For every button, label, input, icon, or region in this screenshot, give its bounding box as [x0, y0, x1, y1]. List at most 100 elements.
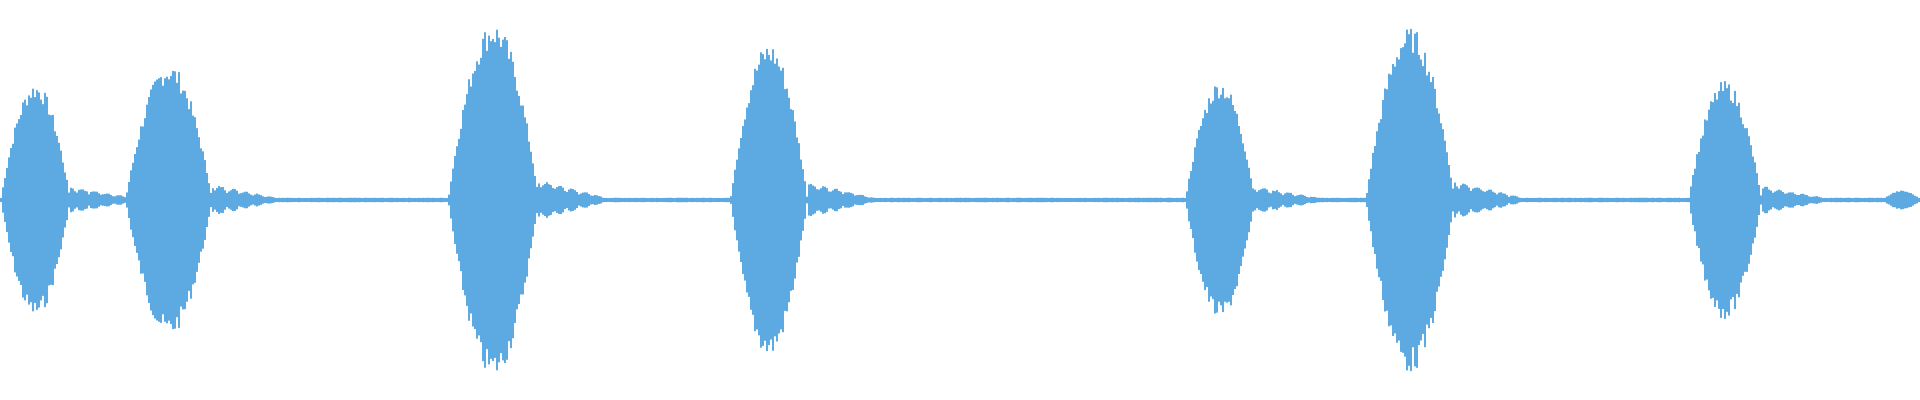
waveform-bar	[1674, 197, 1676, 203]
waveform-bar	[1168, 197, 1170, 203]
waveform-bar	[528, 141, 530, 259]
waveform-bar	[1772, 192, 1774, 208]
waveform-bar	[1302, 194, 1304, 206]
waveform-bar	[1464, 184, 1466, 216]
waveform-bar	[114, 196, 116, 204]
waveform-bar	[1376, 131, 1378, 269]
waveform-bar	[836, 188, 838, 212]
waveform-bar	[1486, 190, 1488, 210]
waveform-bar	[1784, 193, 1786, 207]
waveform-bar	[1404, 43, 1406, 357]
waveform-bar	[1474, 187, 1476, 213]
waveform-bar	[1572, 198, 1574, 202]
waveform-bar	[1690, 186, 1692, 214]
waveform-bar	[576, 191, 578, 209]
waveform-bar	[1728, 84, 1730, 316]
waveform-bar	[1182, 197, 1184, 203]
waveform-bar	[110, 194, 112, 206]
waveform-bar	[548, 184, 550, 216]
waveform-bar	[132, 162, 134, 238]
waveform-bar	[486, 50, 488, 350]
waveform-bar	[540, 187, 542, 213]
waveform-bar	[1084, 197, 1086, 203]
waveform-bar	[1218, 98, 1220, 302]
waveform-bar	[456, 146, 458, 254]
waveform-bar	[1624, 197, 1626, 203]
waveform-bar	[1868, 197, 1870, 203]
waveform-bar	[294, 197, 296, 203]
waveform-bar	[1744, 128, 1746, 272]
waveform-bar	[1204, 109, 1206, 291]
waveform-bar	[1894, 192, 1896, 208]
waveform-bar	[1170, 197, 1172, 203]
waveform-bar	[1546, 197, 1548, 203]
waveform-bar	[304, 197, 306, 203]
waveform-bar	[1862, 197, 1864, 203]
waveform-bar	[598, 196, 600, 204]
waveform-bar	[200, 148, 202, 252]
waveform-bar	[176, 82, 178, 318]
waveform-bar	[462, 110, 464, 290]
waveform-bar	[246, 191, 248, 209]
waveform-bar	[1528, 197, 1530, 203]
waveform-bar	[1370, 168, 1372, 232]
waveform-bar	[808, 184, 810, 216]
waveform-bar	[404, 197, 406, 203]
waveform-bar	[758, 64, 760, 336]
waveform-bar	[898, 197, 900, 203]
waveform-bar	[1300, 194, 1302, 206]
waveform-bar	[992, 197, 994, 203]
waveform-bar	[1010, 198, 1012, 202]
waveform-bar	[1844, 197, 1846, 203]
waveform-bar	[1622, 197, 1624, 203]
waveform-bar	[1730, 100, 1732, 300]
waveform-bar	[82, 189, 84, 211]
waveform-bar	[418, 197, 420, 203]
waveform-bar	[328, 197, 330, 203]
waveform-bar	[1718, 91, 1720, 309]
waveform-bar	[474, 70, 476, 330]
waveform-bar	[1362, 197, 1364, 203]
waveform-bar	[400, 197, 402, 203]
waveform-bar	[1014, 197, 1016, 203]
waveform-bar	[1396, 57, 1398, 343]
waveform-bar	[302, 198, 304, 202]
waveform-bar	[1896, 191, 1898, 209]
waveform-bar	[636, 197, 638, 203]
waveform-bar	[1596, 198, 1598, 202]
waveform-bar	[340, 197, 342, 203]
waveform-bar	[384, 198, 386, 202]
waveform-bar	[864, 196, 866, 204]
waveform-bar	[292, 197, 294, 203]
waveform-bar	[424, 197, 426, 203]
waveform-bar	[1122, 197, 1124, 203]
waveform-bar	[1716, 99, 1718, 301]
waveform-bar	[1198, 129, 1200, 271]
waveform-bar	[1516, 196, 1518, 204]
waveform-bar	[1520, 197, 1522, 203]
waveform-bar	[830, 191, 832, 209]
waveform-bar	[1264, 188, 1266, 212]
waveform-bar	[1316, 197, 1318, 203]
waveform-bar	[832, 190, 834, 210]
waveform-bar	[1804, 194, 1806, 206]
waveform-bar	[784, 89, 786, 311]
waveform-bar	[1818, 196, 1820, 204]
waveform-bar	[1202, 118, 1204, 282]
waveform-bar	[1504, 193, 1506, 207]
waveform-bar	[1698, 152, 1700, 248]
waveform-bar	[1312, 196, 1314, 204]
waveform-bar	[1072, 198, 1074, 202]
waveform-bar	[1150, 197, 1152, 203]
waveform-bar	[888, 198, 890, 202]
waveform-bar	[140, 126, 142, 274]
waveform-bar	[720, 198, 722, 202]
waveform-bar	[1512, 195, 1514, 205]
waveform-bar	[1460, 185, 1462, 215]
waveform-bar	[932, 198, 934, 202]
waveform-bar	[170, 75, 172, 325]
waveform-bar	[1028, 197, 1030, 203]
waveform-bar	[674, 198, 676, 202]
waveform-bar	[1158, 197, 1160, 203]
waveform-bar	[1670, 197, 1672, 203]
